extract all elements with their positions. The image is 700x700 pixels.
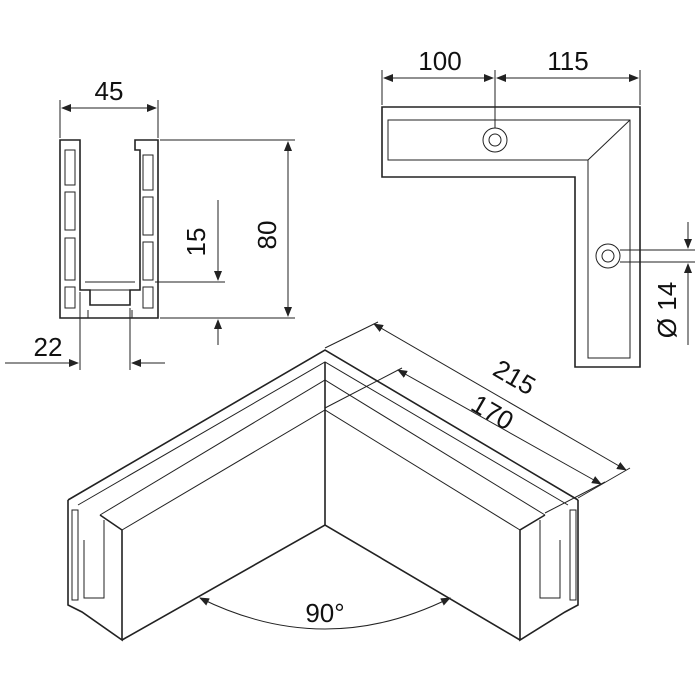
cross-section-view [59, 139, 159, 319]
dimension-45: 45 [59, 76, 159, 138]
top-view [381, 106, 641, 368]
angle-label: 90° [305, 598, 344, 628]
dimension-170-label: 170 [466, 388, 519, 436]
dimension-45-label: 45 [95, 76, 124, 106]
dimension-diameter-label: Ø 14 [652, 282, 682, 338]
dimension-diameter-14: Ø 14 [620, 222, 695, 345]
dimension-100-label: 100 [418, 46, 461, 76]
dimension-215-170: 215 170 [324, 321, 631, 514]
dimension-22: 22 [5, 292, 165, 370]
dimension-22-label: 22 [34, 332, 63, 362]
dimension-80-label: 80 [252, 221, 282, 250]
isometric-view: 90° [67, 349, 579, 642]
dimension-115-label: 115 [547, 46, 588, 76]
dimension-100-115: 100 115 [381, 46, 641, 128]
dimension-80: 80 [160, 139, 295, 319]
dimension-15-label: 15 [181, 228, 211, 257]
dimension-215-label: 215 [488, 353, 541, 401]
dimension-15: 15 [155, 200, 225, 345]
